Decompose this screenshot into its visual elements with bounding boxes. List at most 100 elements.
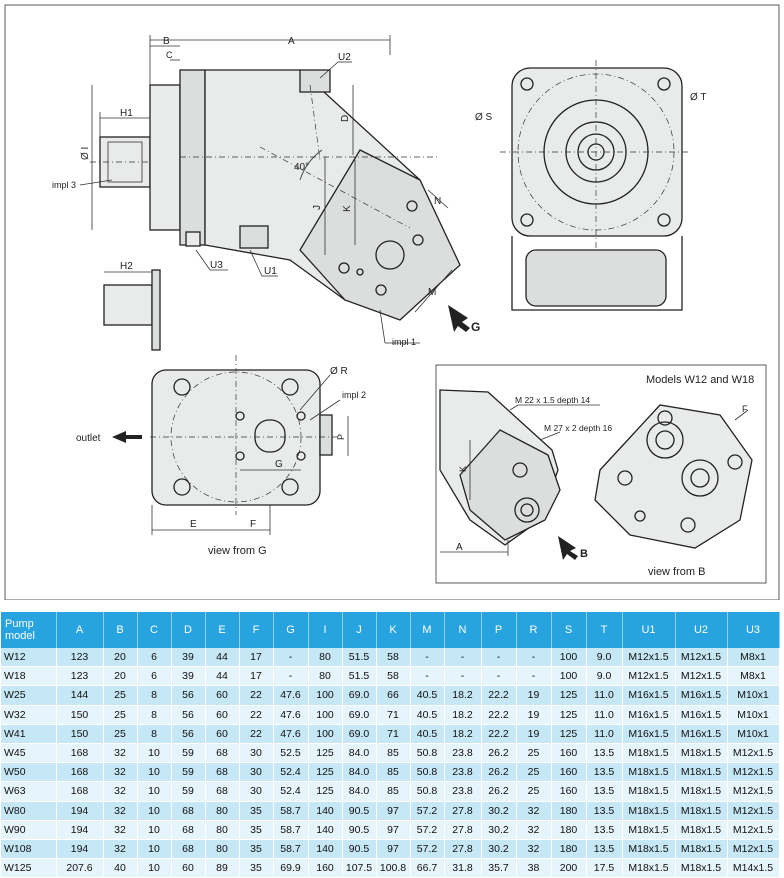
- table-cell: 68: [205, 762, 240, 783]
- table-cell: 25: [516, 762, 552, 783]
- table-cell: M16x1.5: [675, 724, 728, 744]
- table-cell: 69.9: [273, 858, 309, 878]
- table-cell: 194: [56, 801, 104, 821]
- table-cell: W108: [1, 839, 57, 860]
- table-cell: 97: [376, 839, 411, 860]
- table-cell: 71: [376, 705, 411, 725]
- dim-r-label: Ø R: [330, 366, 348, 377]
- table-cell: 57.2: [410, 801, 445, 821]
- table-cell: 160: [551, 781, 587, 802]
- table-cell: 18.2: [444, 685, 482, 706]
- table-cell: 200: [551, 858, 587, 878]
- column-header: Pump model: [1, 612, 57, 648]
- table-cell: -: [481, 666, 517, 687]
- dim-u3-label: U3: [210, 260, 223, 271]
- table-cell: 68: [205, 781, 240, 802]
- table-cell: 80: [205, 839, 240, 860]
- table-cell: M12x1.5: [727, 820, 780, 840]
- table-cell: 194: [56, 839, 104, 860]
- table-cell: M12x1.5: [727, 762, 780, 783]
- table-cell: M10x1: [727, 705, 780, 725]
- m22-label: M 22 x 1.5 depth 14: [515, 395, 590, 405]
- table-cell: 125: [308, 743, 343, 764]
- table-cell: 52.4: [273, 781, 309, 802]
- dim-b-label: B: [163, 36, 170, 47]
- table-cell: 38: [516, 858, 552, 878]
- dim-p-label: P: [336, 434, 346, 440]
- table-cell: 150: [56, 724, 104, 744]
- table-cell: 9.0: [586, 648, 623, 668]
- table-cell: 100: [551, 666, 587, 687]
- impl2-label: impl 2: [342, 390, 366, 400]
- table-cell: 22: [239, 685, 274, 706]
- dim-t-label: Ø T: [690, 92, 706, 103]
- dim-u1-label: U1: [264, 266, 277, 277]
- table-cell: 26.2: [481, 762, 517, 783]
- table-cell: -: [410, 648, 445, 668]
- table-cell: 13.5: [586, 820, 623, 840]
- table-cell: 8: [137, 705, 172, 725]
- column-header: U1: [622, 612, 676, 648]
- table-cell: W90: [1, 820, 57, 840]
- table-cell: M18x1.5: [622, 820, 676, 840]
- view-from-g: E F G P Ø R impl 2 outlet view from G: [76, 355, 366, 557]
- table-cell: 30: [239, 743, 274, 764]
- table-cell: 13.5: [586, 839, 623, 860]
- table-cell: 22.2: [481, 705, 517, 725]
- table-cell: 140: [308, 801, 343, 821]
- table-cell: 47.6: [273, 685, 309, 706]
- table-cell: 32: [516, 820, 552, 840]
- table-cell: M16x1.5: [675, 705, 728, 725]
- table-cell: -: [516, 648, 552, 668]
- table-cell: 84.0: [342, 781, 377, 802]
- table-cell: 17: [239, 648, 274, 668]
- table-cell: 50.8: [410, 781, 445, 802]
- column-header: E: [205, 612, 240, 648]
- dim-a-label: A: [288, 36, 295, 47]
- table-cell: 19: [516, 705, 552, 725]
- table-cell: M12x1.5: [727, 781, 780, 802]
- table-cell: M8x1: [727, 648, 780, 668]
- table-cell: 60: [205, 685, 240, 706]
- table-cell: 71: [376, 724, 411, 744]
- table-cell: 35: [239, 858, 274, 878]
- inset-f-label: F: [742, 404, 748, 414]
- table-cell: W12: [1, 648, 57, 668]
- table-cell: 25: [516, 743, 552, 764]
- table-cell: 85: [376, 762, 411, 783]
- front-view: Ø S Ø T: [475, 60, 706, 311]
- table-cell: 85: [376, 743, 411, 764]
- table-cell: 168: [56, 743, 104, 764]
- table-cell: 13.5: [586, 801, 623, 821]
- table-cell: 66: [376, 685, 411, 706]
- inset-frame: [435, 364, 767, 584]
- column-header: S: [551, 612, 587, 648]
- table-cell: 9.0: [586, 666, 623, 687]
- table-cell: 13.5: [586, 762, 623, 783]
- table-cell: 27.8: [444, 820, 482, 840]
- table-cell: 44: [205, 648, 240, 668]
- dim-h2-label: H2: [120, 261, 133, 272]
- table-cell: 30: [239, 762, 274, 783]
- table-cell: -: [444, 666, 482, 687]
- dim-f-label: F: [250, 519, 256, 530]
- table-cell: 84.0: [342, 743, 377, 764]
- drawing-frame: [4, 4, 780, 600]
- table-cell: 25: [516, 781, 552, 802]
- column-header: C: [137, 612, 172, 648]
- view-b-arrow-icon: [558, 536, 578, 560]
- inset-port-face: [594, 404, 753, 549]
- table-cell: 18.2: [444, 705, 482, 725]
- table-cell: 56: [171, 705, 206, 725]
- table-cell: 66.7: [410, 858, 445, 878]
- table-cell: 35: [239, 801, 274, 821]
- table-cell: 26.2: [481, 781, 517, 802]
- table-cell: 8: [137, 685, 172, 706]
- table-cell: 25: [103, 724, 138, 744]
- table-cell: W45: [1, 743, 57, 764]
- table-cell: 6: [137, 648, 172, 668]
